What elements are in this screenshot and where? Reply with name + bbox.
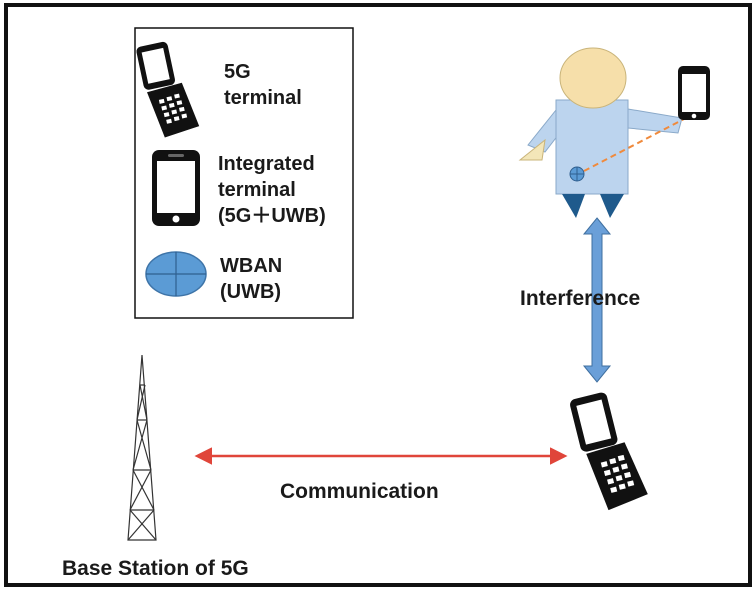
communication-label: Communication: [280, 480, 439, 503]
wban-link-dashed: [583, 117, 687, 172]
person-body: [555, 99, 629, 195]
legend-wban-line-1: WBAN: [220, 255, 282, 277]
wban-node-icon: [569, 166, 585, 182]
integrated-terminal-icon: [678, 66, 710, 120]
base-station-tower-icon: [127, 354, 157, 541]
base-station-label: Base Station of 5G: [62, 557, 249, 580]
left-hand: [518, 138, 546, 161]
diagram-frame: [4, 3, 752, 587]
interference-label: Interference: [520, 287, 640, 310]
wban-ellipse-icon: [145, 251, 207, 297]
interference-arrow: [582, 217, 612, 383]
legend-integrated-line-1: Integrated: [218, 153, 315, 175]
person-figure: [518, 47, 710, 218]
person-right-leg: [600, 194, 624, 218]
legend-wban-line-2: (UWB): [220, 281, 281, 303]
legend-box: 5G terminal Integrated terminal (5G＋UWB)…: [134, 27, 354, 319]
legend-integrated-line-2: terminal: [218, 179, 296, 201]
person-head: [559, 47, 627, 109]
legend-5g-terminal-line-1: 5G: [224, 61, 251, 83]
5g-terminal-icon: [570, 392, 648, 511]
smartphone-icon: [152, 150, 200, 226]
person-left-leg: [562, 194, 585, 218]
legend-5g-terminal-line-2: terminal: [224, 87, 302, 109]
legend-integrated-line-3: (5G＋UWB): [218, 205, 326, 227]
flip-phone-icon: [136, 41, 200, 138]
